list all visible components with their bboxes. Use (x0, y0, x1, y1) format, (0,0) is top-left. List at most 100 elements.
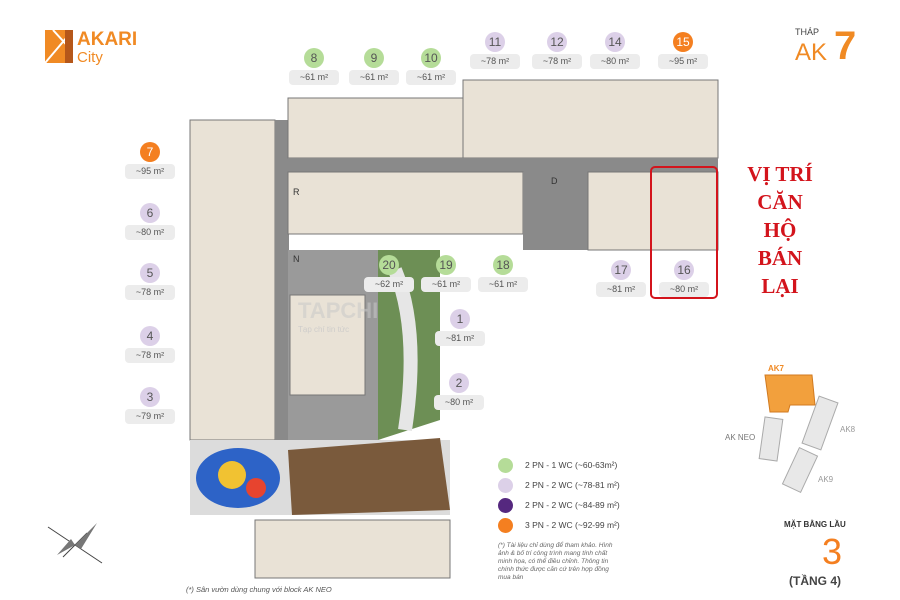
akari-city-logo: AKARI City (44, 29, 145, 66)
keymap: AK7 AK NEO AK8 AK9 (725, 364, 856, 494)
logo-mark-icon (44, 29, 74, 64)
floor-number: 3 (822, 531, 843, 572)
unit-marker-8[interactable]: 8 ~61 m² (284, 48, 344, 85)
legend-swatch-icon (498, 497, 513, 513)
unit-marker-4[interactable]: 4 ~78 m² (120, 326, 180, 363)
floor-sub: (TẦNG 4) (789, 574, 841, 588)
unit-area: ~62 m² (364, 277, 414, 292)
unit-number: 1 (450, 309, 470, 329)
unit-area: ~81 m² (596, 282, 646, 297)
keymap-ak9: AK9 (818, 475, 834, 484)
legend-item: 2 PN - 2 WC (~78-81 m²) (498, 475, 620, 495)
unit-area: ~80 m² (125, 225, 175, 240)
top-wing (287, 79, 719, 251)
unit-marker-5[interactable]: 5 ~78 m² (120, 263, 180, 300)
legend-item: 2 PN - 2 WC (~84-89 m²) (498, 495, 620, 515)
courtyard (190, 438, 450, 515)
tower-name: AK (795, 39, 828, 66)
unit-marker-7[interactable]: 7 ~95 m² (120, 142, 180, 179)
unit-number: 18 (493, 255, 513, 275)
unit-number: 16 (674, 260, 694, 280)
unit-number: 10 (421, 48, 441, 68)
unit-number: 7 (140, 142, 160, 162)
keymap-ak8: AK8 (840, 425, 856, 434)
unit-area: ~80 m² (590, 54, 640, 69)
unit-area: ~95 m² (658, 54, 708, 69)
tower-prefix: THÁP (795, 27, 820, 37)
tower-number: 7 (834, 24, 857, 68)
unit-marker-1[interactable]: 1~81 m² (430, 309, 490, 346)
legend-swatch-icon (498, 457, 513, 473)
left-wing (189, 119, 289, 441)
unit-marker-3[interactable]: 3 ~79 m² (120, 387, 180, 424)
unit-number: 9 (364, 48, 384, 68)
unit-marker-11[interactable]: 11 ~78 m² (465, 32, 525, 69)
unit-area: ~78 m² (125, 348, 175, 363)
keymap-ak7: AK7 (768, 364, 785, 373)
bottom-wing (254, 519, 451, 579)
unit-area: ~80 m² (659, 282, 709, 297)
callout-line: LẠI (761, 274, 799, 298)
unit-number: 2 (449, 373, 469, 393)
unit-area: ~61 m² (406, 70, 456, 85)
unit-number: 17 (611, 260, 631, 280)
unit-number: 19 (436, 255, 456, 275)
legend-swatch-icon (498, 477, 513, 493)
unit-marker-2[interactable]: 2~80 m² (429, 373, 489, 410)
unit-number: 5 (140, 263, 160, 283)
unit-area: ~78 m² (532, 54, 582, 69)
legend-item: 2 PN - 1 WC (~60-63m²) (498, 455, 620, 475)
unit-area: ~61 m² (478, 277, 528, 292)
unit-number: 11 (485, 32, 505, 52)
plan-letters: R N D (293, 176, 558, 264)
unit-area: ~78 m² (125, 285, 175, 300)
unit-marker-19[interactable]: 19 ~61 m² (416, 255, 476, 292)
unit-marker-12[interactable]: 12 ~78 m² (527, 32, 587, 69)
callout-line: VỊ TRÍ (747, 162, 813, 186)
brand-name: AKARI (77, 29, 138, 50)
legend-label: 2 PN - 1 WC (~60-63m²) (525, 460, 618, 470)
unit-marker-10[interactable]: 10 ~61 m² (401, 48, 461, 85)
floor-label: MẶT BẰNG LẦU (784, 520, 846, 529)
unit-area: ~78 m² (470, 54, 520, 69)
unit-marker-16[interactable]: 16 ~80 m² (654, 260, 714, 297)
unit-number: 12 (547, 32, 567, 52)
legend-label: 3 PN - 2 WC (~92-99 m²) (525, 520, 620, 530)
unit-marker-9[interactable]: 9 ~61 m² (344, 48, 404, 85)
unit-marker-6[interactable]: 6 ~80 m² (120, 203, 180, 240)
unit-marker-14[interactable]: 14~80 m² (585, 32, 645, 69)
callout-line: HỘ (763, 218, 797, 242)
unit-marker-17[interactable]: 17 ~81 m² (591, 260, 651, 297)
unit-area: ~95 m² (125, 164, 175, 179)
unit-area: ~61 m² (349, 70, 399, 85)
unit-area: ~79 m² (125, 409, 175, 424)
unit-number: 6 (140, 203, 160, 223)
watermark-sub: Tạp chí tin tức (298, 325, 350, 334)
unit-number: 4 (140, 326, 160, 346)
keymap-akneo: AK NEO (725, 433, 755, 442)
legend-label: 2 PN - 2 WC (~78-81 m²) (525, 480, 620, 490)
unit-number: 15 (673, 32, 693, 52)
brand-sub: City (77, 49, 103, 66)
compass-icon (47, 523, 103, 564)
unit-number: 8 (304, 48, 324, 68)
resale-callout: VỊ TRÍ CĂN HỘ BÁN LẠI (735, 160, 825, 300)
highlight-box-unit-16 (650, 166, 718, 299)
callout-line: BÁN (757, 246, 803, 270)
callout-line: CĂN (757, 190, 803, 214)
unit-area: ~61 m² (421, 277, 471, 292)
legend: 2 PN - 1 WC (~60-63m²) 2 PN - 2 WC (~78-8… (498, 455, 620, 535)
watermark-title: TAPCHI (298, 298, 379, 323)
footnote: (*) Sân vườn dùng chung với block AK NEO (186, 585, 332, 594)
legend-item: 3 PN - 2 WC (~92-99 m²) (498, 515, 620, 535)
unit-marker-18[interactable]: 18 ~61 m² (473, 255, 533, 292)
label-r: R (293, 187, 300, 197)
label-d: D (551, 176, 558, 186)
disclaimer: (*) Tài liệu chỉ dùng để tham khảo. Hình… (498, 542, 613, 581)
unit-marker-20[interactable]: 20~62 m² (359, 255, 419, 292)
unit-number: 3 (140, 387, 160, 407)
unit-area: ~61 m² (289, 70, 339, 85)
unit-marker-15[interactable]: 15 ~95 m² (653, 32, 713, 69)
